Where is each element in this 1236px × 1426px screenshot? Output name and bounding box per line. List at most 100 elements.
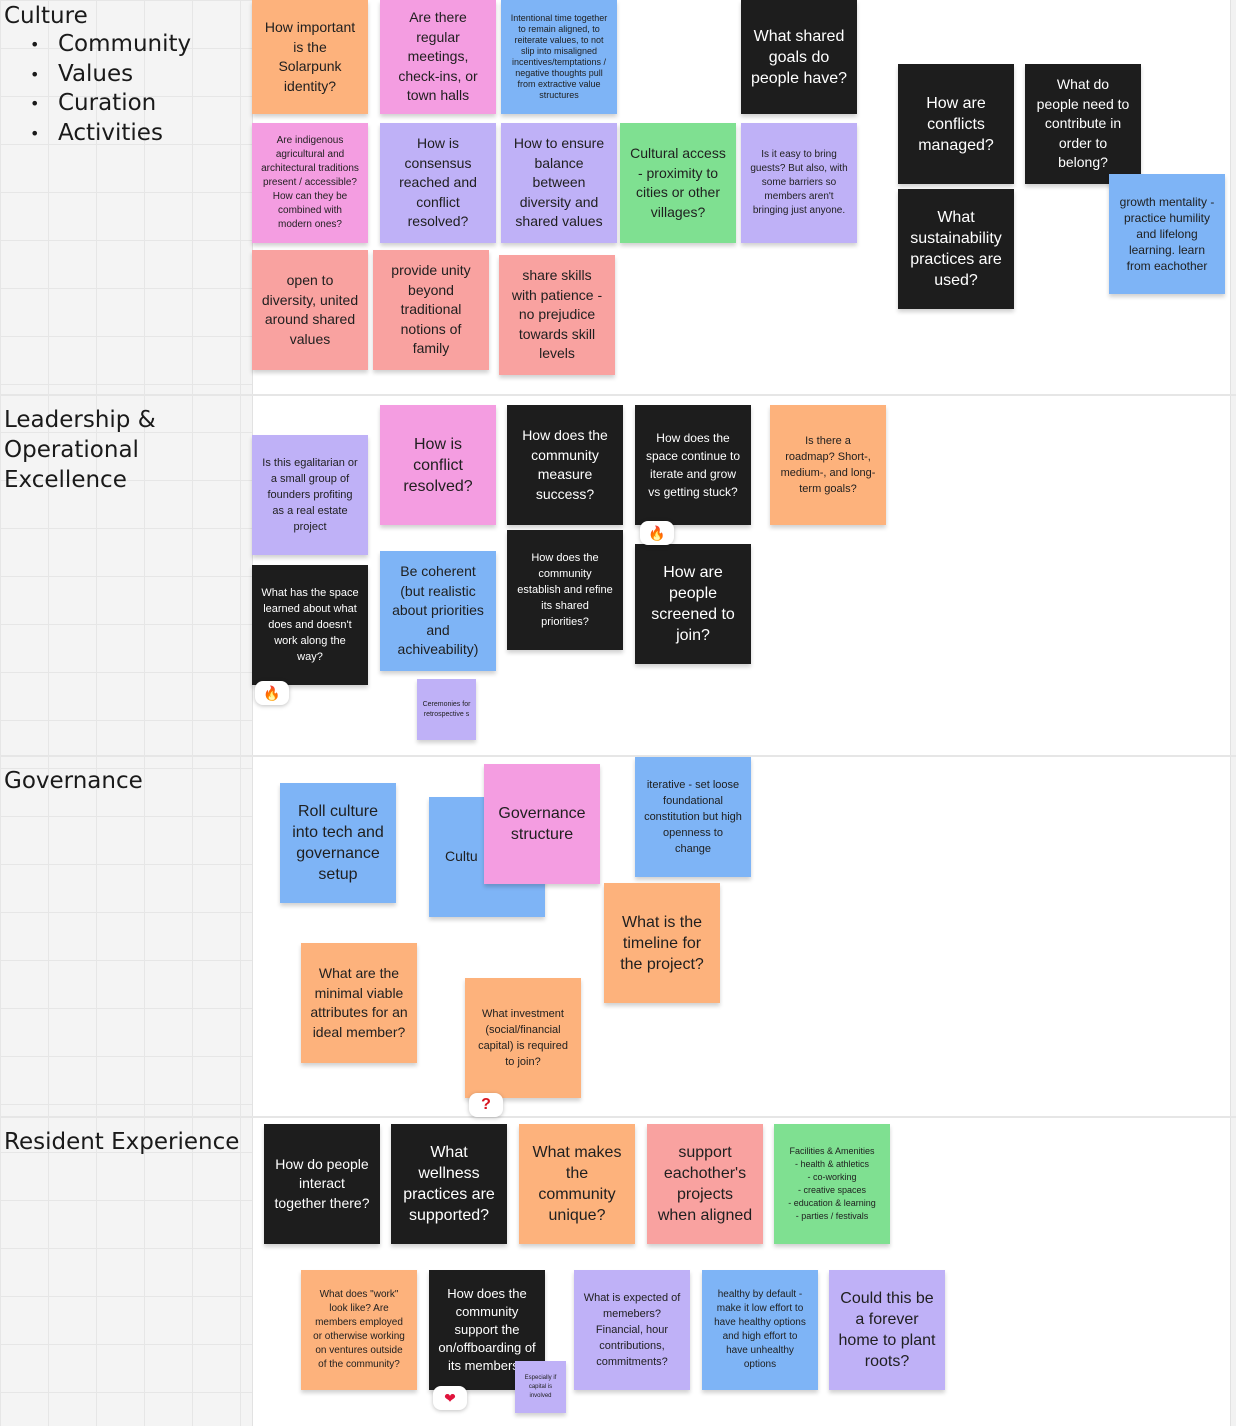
sticky-note-text: What is expected of memebers? Financial,… (583, 1292, 681, 1368)
section-title-leadership: Leadership & Operational Excellence (4, 407, 156, 493)
sticky-note-text: Could this be a forever home to plant ro… (838, 1290, 936, 1370)
sticky-note[interactable]: What sustainability practices are used? (898, 189, 1014, 309)
sticky-note-text: What is the timeline for the project? (620, 913, 704, 973)
subitem-values: Values (30, 60, 191, 90)
sticky-note-text: Cultural access - proximity to cities or… (630, 145, 726, 220)
fire-reaction-icon[interactable]: 🔥 (255, 681, 289, 705)
section-divider (0, 755, 1236, 757)
sticky-note-text: Is it easy to bring guests? But also, wi… (750, 149, 848, 216)
sticky-note[interactable]: How do people interact together there? (264, 1124, 380, 1244)
subitem-activities: Activities (30, 119, 191, 149)
sticky-note-text: How to ensure balance between diversity … (513, 135, 605, 230)
sticky-note-text: share skills with patience - no prejudic… (511, 267, 603, 362)
question-reaction-icon[interactable]: ? (469, 1093, 503, 1117)
sticky-note[interactable]: Be coherent (but realistic about priorit… (380, 551, 496, 671)
heart-reaction-icon[interactable]: ❤ (433, 1386, 467, 1410)
sticky-note-text: What does "work" look like? Are members … (313, 1289, 405, 1370)
sticky-note-text: What do people need to contribute in ord… (1036, 76, 1130, 171)
sticky-note[interactable]: open to diversity, united around shared … (252, 250, 368, 370)
sticky-note-text: growth mentality - practice humility and… (1119, 195, 1215, 273)
section-title-resident-experience: Resident Experience (4, 1129, 240, 1155)
subitem-community: Community (30, 30, 191, 60)
sticky-note-text: What has the space learned about what do… (261, 587, 359, 663)
sticky-note[interactable]: How does the community establish and ref… (507, 530, 623, 650)
board-right-edge (1230, 0, 1236, 1426)
sticky-note[interactable]: Could this be a forever home to plant ro… (829, 1270, 945, 1390)
sticky-note-text: iterative - set loose foundational const… (644, 779, 742, 855)
sticky-note[interactable]: How does the space continue to iterate a… (635, 405, 751, 525)
sticky-note-text: What shared goals do people have? (750, 27, 848, 87)
fire-reaction-icon[interactable]: 🔥 (640, 521, 674, 545)
sticky-note[interactable]: How are conflicts managed? (898, 64, 1014, 184)
section-divider (0, 1116, 1236, 1118)
sticky-note-text: Intentional time together to remain alig… (510, 13, 608, 100)
sticky-note-text: How does the community support the on/of… (438, 1286, 536, 1373)
section-title-governance: Governance (4, 768, 143, 794)
section-title-culture: Culture (4, 3, 88, 29)
sticky-note-text: Facilities & Amenities - health & athlet… (788, 1146, 876, 1221)
sticky-note-text: How does the community measure success? (522, 427, 608, 502)
sticky-note[interactable]: Ceremonies for retrospective s (417, 679, 476, 740)
sticky-note-text: Governance structure (498, 805, 586, 843)
sticky-note[interactable]: What are the minimal viable attributes f… (301, 943, 417, 1063)
sticky-note-text: support eachother's projects when aligne… (657, 1144, 753, 1224)
sticky-note[interactable]: What investment (social/financial capita… (465, 978, 581, 1098)
sticky-note[interactable]: How is consensus reached and conflict re… (380, 123, 496, 243)
sticky-note[interactable]: provide unity beyond traditional notions… (373, 250, 489, 370)
sticky-note[interactable]: Are indigenous agricultural and architec… (252, 123, 368, 243)
sticky-note[interactable]: What do people need to contribute in ord… (1025, 64, 1141, 184)
sticky-note-text: What investment (social/financial capita… (478, 1008, 568, 1068)
sticky-note-text: Be coherent (but realistic about priorit… (392, 563, 484, 658)
sticky-note-text: How is conflict resolved? (403, 435, 473, 495)
sticky-note[interactable]: How are people screened to join? (635, 544, 751, 664)
sticky-note-text: How are people screened to join? (651, 564, 735, 644)
sticky-note[interactable]: Cultural access - proximity to cities or… (620, 123, 736, 243)
sticky-note[interactable]: What has the space learned about what do… (252, 565, 368, 685)
sticky-note[interactable]: Are there regular meetings, check-ins, o… (380, 0, 496, 114)
sticky-note[interactable]: Especially if capital is involved (515, 1361, 566, 1413)
sticky-note-text: open to diversity, united around shared … (261, 272, 359, 347)
sticky-note[interactable]: iterative - set loose foundational const… (635, 757, 751, 877)
sticky-note[interactable]: How important is the Solarpunk identity? (252, 0, 368, 114)
sticky-note-text: How do people interact together there? (274, 1155, 370, 1211)
sticky-note[interactable]: What shared goals do people have? (741, 0, 857, 114)
sticky-note-text: How does the space continue to iterate a… (645, 431, 741, 499)
sticky-note[interactable]: What makes the community unique? (519, 1124, 635, 1244)
sticky-note-text: Is there a roadmap? Short-, medium-, and… (780, 435, 876, 495)
sticky-note[interactable]: How is conflict resolved? (380, 405, 496, 525)
sticky-note[interactable]: How to ensure balance between diversity … (501, 123, 617, 243)
sticky-note-text: Roll culture into tech and governance se… (292, 803, 384, 883)
sticky-note[interactable]: Facilities & Amenities - health & athlet… (774, 1124, 890, 1244)
sticky-note[interactable]: Intentional time together to remain alig… (501, 0, 617, 114)
subitem-curation: Curation (30, 89, 191, 119)
section-divider (0, 394, 1236, 396)
sticky-note[interactable]: What wellness practices are supported? (391, 1124, 507, 1244)
sticky-note-text: What wellness practices are supported? (403, 1144, 495, 1224)
sticky-note-text: How important is the Solarpunk identity? (264, 19, 356, 94)
sticky-note-text: Especially if capital is involved (524, 1374, 557, 1399)
sticky-note-text: Is this egalitarian or a small group of … (262, 457, 358, 533)
sticky-note-text: How are conflicts managed? (918, 94, 994, 154)
sticky-note-text: What makes the community unique? (532, 1144, 622, 1224)
sticky-note[interactable]: Roll culture into tech and governance se… (280, 783, 396, 903)
sticky-note[interactable]: What is expected of memebers? Financial,… (574, 1270, 690, 1390)
sticky-note[interactable]: Is there a roadmap? Short-, medium-, and… (770, 405, 886, 525)
sticky-note[interactable]: healthy by default - make it low effort … (702, 1270, 818, 1390)
sticky-note[interactable]: Governance structure (484, 764, 600, 884)
sticky-note[interactable]: growth mentality - practice humility and… (1109, 174, 1225, 294)
section-label-column (0, 0, 253, 1426)
sticky-note[interactable]: How does the community support the on/of… (429, 1270, 545, 1390)
sticky-note[interactable]: support eachother's projects when aligne… (647, 1124, 763, 1244)
sticky-note[interactable]: Is this egalitarian or a small group of … (252, 435, 368, 555)
sticky-note-text: How does the community establish and ref… (517, 552, 613, 628)
sticky-note[interactable]: What is the timeline for the project? (604, 883, 720, 1003)
sticky-note[interactable]: Is it easy to bring guests? But also, wi… (741, 123, 857, 243)
sticky-note-text: Are there regular meetings, check-ins, o… (398, 9, 478, 104)
sticky-note-text: What sustainability practices are used? (910, 209, 1002, 289)
sticky-note[interactable]: What does "work" look like? Are members … (301, 1270, 417, 1390)
sticky-note-text: How is consensus reached and conflict re… (399, 135, 477, 230)
sticky-note[interactable]: share skills with patience - no prejudic… (499, 255, 615, 375)
sticky-note-text: provide unity beyond traditional notions… (391, 262, 471, 357)
sticky-note[interactable]: How does the community measure success? (507, 405, 623, 525)
sticky-note-text: Cultu (445, 848, 478, 865)
